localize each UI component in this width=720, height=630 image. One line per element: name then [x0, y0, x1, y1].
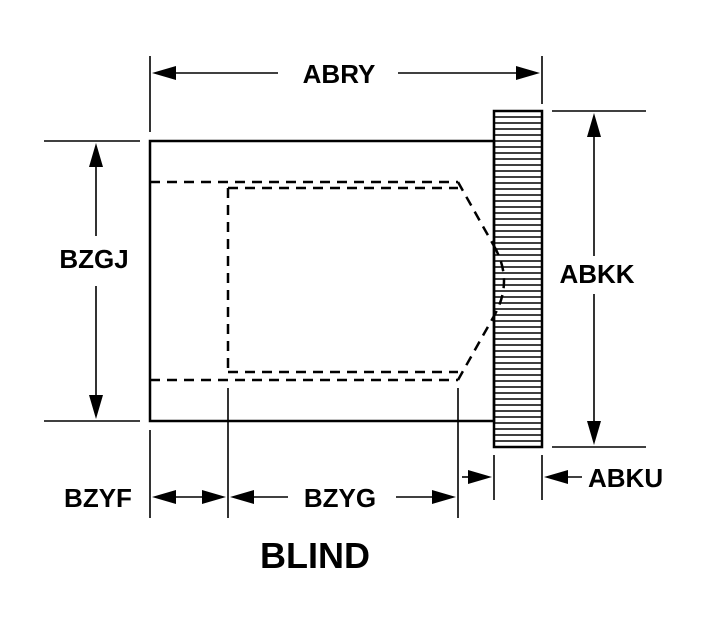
knurled-head: [492, 109, 544, 449]
diagram-title: BLIND: [260, 535, 370, 576]
label-abkk: ABKK: [559, 259, 634, 289]
label-bzyg: BZYG: [304, 483, 376, 513]
dimension-overall-length: ABRY: [152, 59, 540, 89]
extension-lines: [44, 56, 646, 518]
dimension-head-thickness: ABKU: [462, 463, 663, 493]
label-bzyf: BZYF: [64, 483, 132, 513]
dimension-blind-offset: BZYF: [64, 483, 226, 513]
knurl-lines: [494, 116, 542, 442]
label-bzgj: BZGJ: [59, 244, 128, 274]
dimension-hole-depth: BZYG: [230, 483, 456, 513]
hidden-bore: [150, 180, 506, 382]
dimension-body-diameter: BZGJ: [59, 143, 129, 419]
dimension-head-diameter: ABKK: [559, 113, 635, 445]
label-abry: ABRY: [303, 59, 376, 89]
label-abku: ABKU: [588, 463, 663, 493]
